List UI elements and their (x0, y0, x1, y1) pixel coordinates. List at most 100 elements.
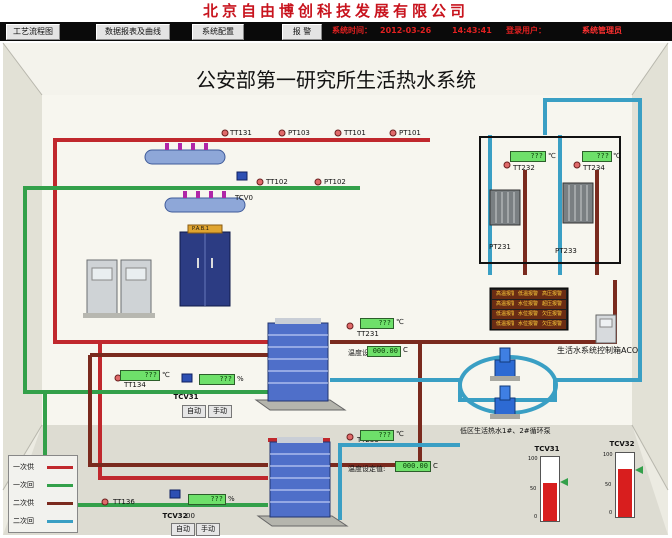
alarm-led-3: 低温报警 (492, 310, 520, 319)
alarm-led-0: 高温报警 (492, 300, 520, 309)
distributor-header-1 (144, 143, 226, 165)
gauge-pointer-icon (635, 466, 643, 474)
gauge-label-tcv31: TCV31 (534, 445, 560, 453)
tcv32-auto-button[interactable]: 自动 (171, 523, 195, 536)
tcv32-manual-button[interactable]: 手动 (196, 523, 220, 536)
water-tank-2 (562, 182, 594, 224)
system-time-label: 系统时间： (332, 26, 372, 35)
tag-tt134: TT134 (124, 381, 146, 389)
tab-process-diagram[interactable]: 工艺流程图 (6, 24, 60, 40)
unit-tcv31: % (237, 375, 244, 383)
tab-system-config[interactable]: 系统配置 (192, 24, 244, 40)
water-tank-1 (489, 189, 521, 226)
alarm-led-header-0: 高温报警 (492, 290, 520, 299)
login-user-value: 系统管理员 (582, 26, 622, 35)
floor (3, 425, 668, 535)
setpoint-label-1: 温度设定值: (348, 348, 385, 358)
tag-pt102: PT102 (324, 178, 346, 186)
tag-pt101: PT101 (399, 129, 421, 137)
tag-pt233: PT233 (555, 247, 577, 255)
tag-tcv0: TCV0 (235, 194, 253, 202)
electric-cabinet-left (83, 259, 155, 318)
tank-room-frame (479, 136, 621, 264)
cabinet-top-label: P.A.B.1 (192, 226, 209, 232)
unit-tt232: ℃ (548, 152, 556, 160)
setpoint-display-2[interactable]: 000.00 (395, 461, 431, 472)
display-tcv32: ??? (188, 494, 226, 505)
heat-exchanger-2 (256, 437, 349, 527)
setpoint-display-1[interactable]: 000.00 (367, 346, 401, 357)
alarm-led-header-2: 高压报警 (538, 290, 566, 299)
gauge-tick-mid-1: 50 (605, 482, 612, 488)
legend-swatch-1 (47, 484, 73, 487)
control-box-aco (595, 314, 617, 344)
tcv31-manual-button[interactable]: 手动 (208, 405, 232, 418)
display-tt231: ??? (360, 318, 394, 329)
legend-swatch-0 (47, 466, 73, 469)
legend-swatch-3 (47, 520, 73, 523)
tcv31-auto-button[interactable]: 自动 (182, 405, 206, 418)
system-time: 14:43:41 (452, 26, 492, 35)
alarm-led-4: 水位报警 (514, 310, 542, 319)
pump-note-label: 低区生活热水1#、2#循环泵 (460, 427, 551, 435)
alarm-led-5: 欠压报警 (538, 310, 566, 319)
gauge-tick-top-1: 100 (603, 452, 613, 458)
setpoint-unit-1: C (403, 346, 408, 354)
valve-label-tcv32: TCV32 (162, 512, 188, 520)
gauge-pointer-icon (560, 478, 568, 486)
tab-reports-curves[interactable]: 数据报表及曲线 (96, 24, 170, 40)
valve-label-tcv31: TCV31 (173, 393, 199, 401)
tag-pt103: PT103 (288, 129, 310, 137)
sensor-markers (101, 129, 581, 506)
login-user-label: 登录用户： (506, 26, 546, 35)
alarm-led-1: 水位报警 (514, 300, 542, 309)
gauge-tick-mid-0: 50 (530, 486, 537, 492)
display-tcv31: ??? (199, 374, 235, 385)
gauge-fill-tcv31 (543, 482, 557, 521)
tag-tt102: TT102 (266, 178, 288, 186)
display-tt234: ??? (582, 151, 612, 162)
tag-tt234: TT234 (583, 164, 605, 172)
gauge-tcv32 (615, 452, 635, 518)
tag-tt231: TT231 (357, 330, 379, 338)
setpoint-label-2: 温度设定值: (348, 465, 386, 473)
tag-pt231: PT231 (489, 243, 511, 251)
unit-tt233: ℃ (396, 430, 404, 438)
control-cabinet-label: 生活水系统控制箱ACO (557, 346, 639, 355)
unit-tt134: ℃ (162, 371, 170, 379)
page-title: 公安部第一研究所生活热水系统 (196, 68, 476, 92)
alarm-led-2: 超压报警 (538, 300, 566, 309)
pipe-legend: 一次供 一次回 二次供 二次回 (8, 455, 78, 533)
display-tt134: ??? (120, 370, 160, 381)
legend-label-3: 二次回 (13, 517, 34, 525)
main-electric-cabinet (179, 224, 231, 307)
legend-label-1: 一次回 (13, 481, 34, 489)
tag-tt232: TT232 (513, 164, 535, 172)
alarm-led-6: 低温报警 (492, 320, 520, 329)
circulation-pump-2 (490, 385, 520, 419)
setpoint-unit-2: C (433, 462, 438, 470)
gauge-tcv31 (540, 456, 560, 522)
gauge-tick-bot-1: 0 (609, 510, 613, 516)
legend-label-2: 二次供 (13, 499, 34, 507)
tag-tt101: TT101 (344, 129, 366, 137)
heat-exchanger-1 (254, 318, 347, 411)
right-wall (632, 43, 668, 490)
secondary-return-pipe (330, 98, 642, 520)
unit-tt234: ℃ (613, 152, 621, 160)
tag-tt131: TT131 (230, 129, 252, 137)
left-wall (3, 43, 42, 490)
tag-tt136: TT136 (113, 498, 135, 506)
ceiling (3, 43, 668, 95)
system-date: 2012-03-26 (380, 26, 432, 35)
control-valve-icons (169, 171, 248, 499)
gauge-label-tcv32: TCV32 (609, 440, 635, 448)
gauge-tick-top-0: 100 (528, 456, 538, 462)
legend-swatch-2 (47, 502, 73, 505)
display-tt232: ??? (510, 151, 546, 162)
tab-alarm[interactable]: 报 警 (282, 24, 322, 40)
alarm-led-7: 水位报警 (514, 320, 542, 329)
display-tt233: ??? (360, 430, 394, 441)
